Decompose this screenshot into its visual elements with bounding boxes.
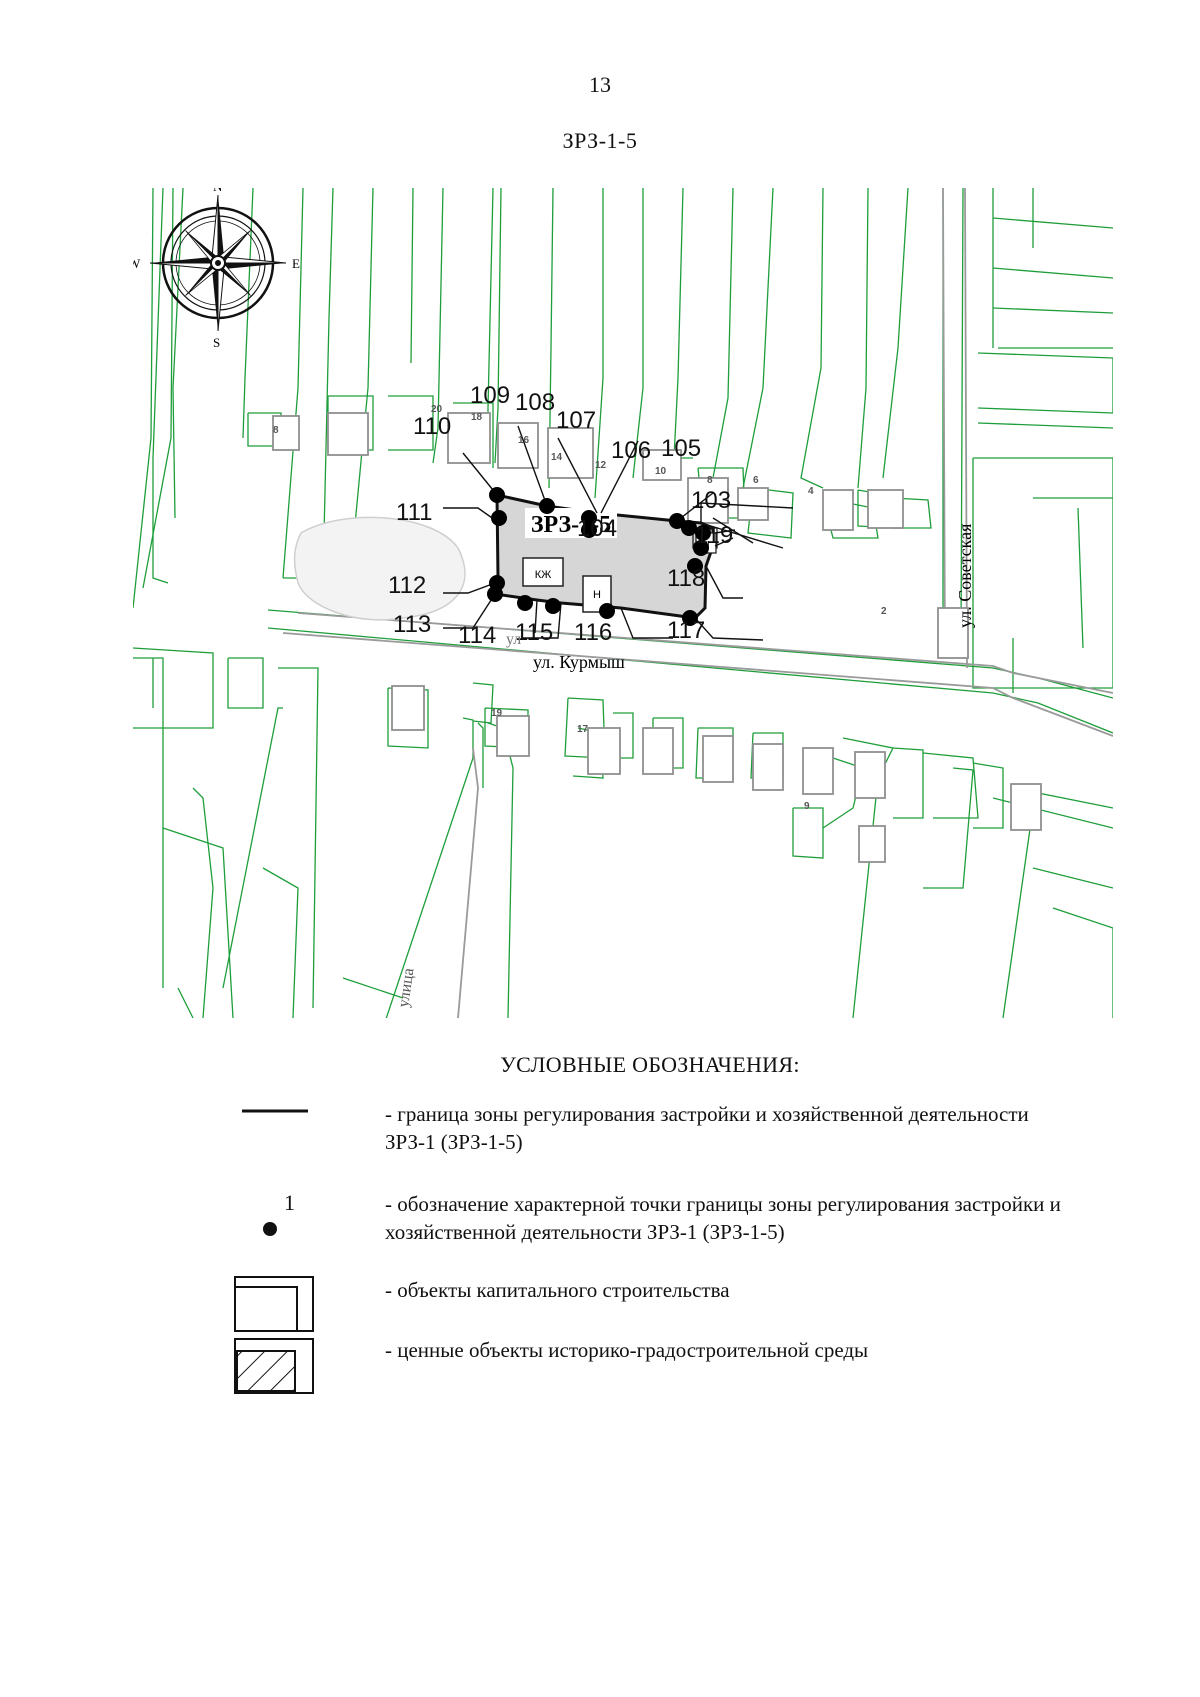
point-label: 112 [388,572,426,599]
lot-number: 2 [881,606,887,617]
building-label-kzh: КЖ [535,569,552,581]
lot-number: 8 [707,475,713,486]
page-number: 13 [589,72,611,97]
legend-item-boundary: - граница зоны регулирования застройки и… [385,1102,1029,1154]
compass-rose-icon: N S E W [133,188,300,350]
legend-building-symbol [234,1276,314,1332]
compass-n: N [213,188,223,194]
legend-item-point: - обозначение характерной точки границы … [385,1192,1061,1244]
lot-number: 8 [273,425,279,436]
point-label: 105 [661,435,701,462]
point-label: 111 [396,499,432,526]
lot-number: 14 [551,452,563,463]
compass-w: W [133,256,141,271]
point-label: 113 [393,611,431,638]
zone-label: ЗРЗ-1-5 [531,512,611,538]
pond [293,516,466,621]
street-sovetskaya: ул. Советская [955,524,975,628]
street-kurmysh: ул. Курмыш [533,652,625,672]
lot-number: 6 [753,475,759,486]
legend-item-historic: - ценные объекты историко-градостроитель… [385,1338,869,1362]
street-ulitsa: улица [395,967,417,1008]
point-label: 110 [413,413,451,440]
point-labels: 110 109 108 107 106 105 103 104 119 118 … [388,382,733,649]
point-label: 119 [695,522,733,549]
point-label: 114 [458,622,496,649]
point-label: 104 [577,515,617,542]
legend-line-symbol [242,1109,308,1113]
lot-number: 17 [577,724,589,735]
building-label-n: Н [593,589,601,601]
page-title: ЗРЗ-1-5 [562,128,638,153]
building-outlines [272,412,1042,863]
point-label: 107 [556,407,596,434]
lot-number-labels: 8 20 18 16 14 12 10 8 6 4 2 19 17 9 [273,404,887,812]
boundary-points [487,487,711,626]
legend-point-symbol [263,1222,277,1236]
point-label: 103 [691,487,731,514]
legend-hatched-building-symbol [234,1338,314,1394]
legend-heading: УСЛОВНЫЕ ОБОЗНАЧЕНИЯ: [500,1052,800,1077]
point-label: 118 [667,565,705,592]
lot-number: 18 [471,412,483,423]
map[interactable]: КЖ Н Н ЗРЗ-1-5 [133,188,1113,1018]
point-label: 109 [470,382,510,409]
lot-number: 4 [808,486,814,497]
lot-number: 10 [655,466,667,477]
lot-number: 12 [595,460,607,471]
point-label: 116 [574,619,612,646]
compass-e: E [292,256,300,271]
point-label: 108 [515,389,555,416]
road-lines [282,188,1113,1018]
lot-number: 20 [431,404,443,415]
lot-number: 16 [518,435,530,446]
legend-point-number: 1 [284,1190,295,1215]
legend-item-building: - объекты капитального строительства [385,1278,730,1302]
compass-s: S [213,335,220,350]
lot-number: 9 [804,801,810,812]
point-label: 106 [611,437,651,464]
point-label: 115 [515,619,553,646]
street-ul-fragment: ул [506,631,521,648]
point-label: 117 [667,617,705,644]
lot-number: 19 [491,708,503,719]
